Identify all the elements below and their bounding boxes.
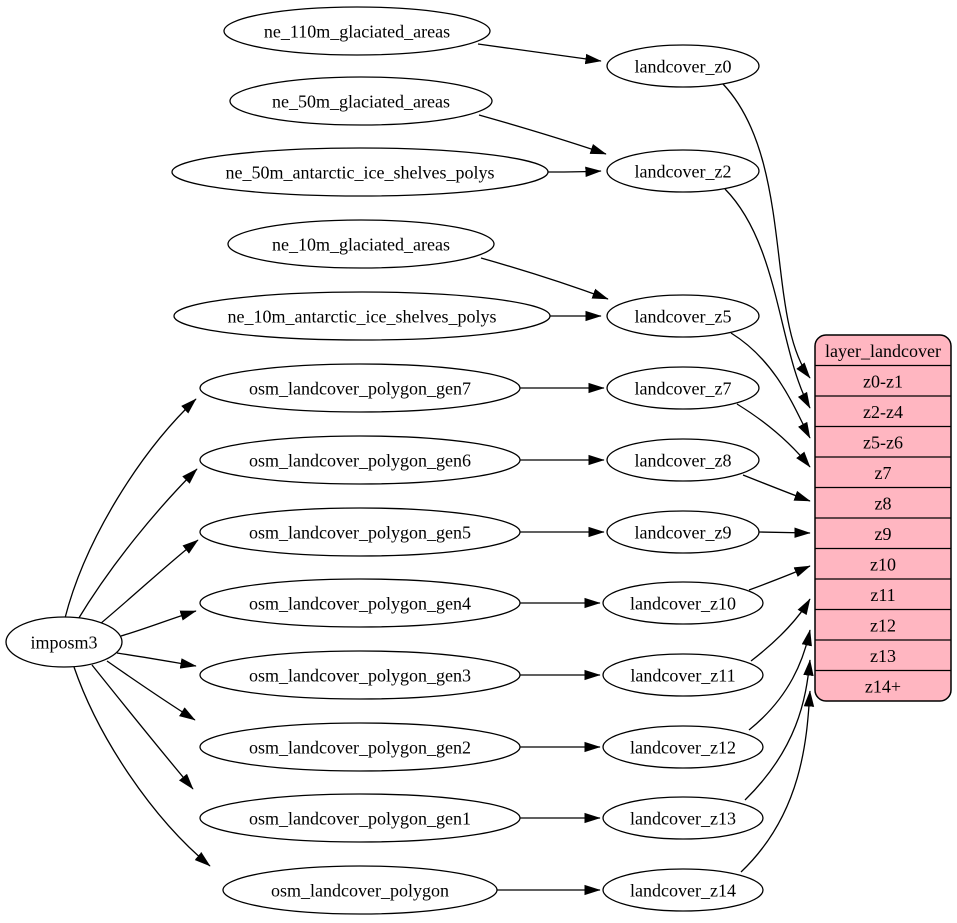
node-label: landcover_z10 [630, 593, 736, 613]
node-label: landcover_z2 [635, 161, 732, 181]
node-label: osm_landcover_polygon [271, 880, 449, 900]
node-osm_landcover_polygon_gen5: osm_landcover_polygon_gen5 [199, 507, 521, 557]
node-landcover_z13: landcover_z13 [602, 796, 764, 840]
node-osm_landcover_polygon: osm_landcover_polygon [222, 865, 498, 915]
node-label: landcover_z14 [630, 880, 736, 900]
node-osm_landcover_polygon_gen3: osm_landcover_polygon_gen3 [199, 650, 521, 700]
node-label: ne_10m_antarctic_ice_shelves_polys [228, 306, 497, 326]
edge-landcover_z2-row-z2-z4 [724, 188, 811, 409]
edge-landcover_z0-row-z0-z1 [722, 83, 811, 379]
node-label: osm_landcover_polygon_gen5 [249, 522, 471, 542]
edge-landcover_z7-row-z7 [736, 403, 811, 468]
node-ne_50m_antarctic_ice_shelves_polys: ne_50m_antarctic_ice_shelves_polys [171, 147, 549, 197]
node-landcover_z10: landcover_z10 [602, 581, 764, 625]
node-label: osm_landcover_polygon_gen3 [249, 665, 471, 685]
edge-imposm3-osm_landcover_polygon_gen5 [99, 539, 199, 625]
node-landcover_z12: landcover_z12 [602, 725, 764, 769]
edge-landcover_z9-row-z9 [758, 527, 811, 538]
node-label: osm_landcover_polygon_gen7 [249, 378, 471, 398]
record-row-z10: z10 [870, 554, 896, 574]
node-osm_landcover_polygon_gen2: osm_landcover_polygon_gen2 [199, 722, 521, 772]
node-label-imposm3: imposm3 [30, 632, 97, 652]
node-osm_landcover_polygon_gen1: osm_landcover_polygon_gen1 [199, 793, 521, 843]
node-osm_landcover_polygon_gen4: osm_landcover_polygon_gen4 [199, 578, 521, 628]
edge-ne_50m_antarctic_ice_shelves_polys-landcover_z2 [547, 166, 602, 178]
record-title: layer_landcover [825, 341, 941, 361]
node-ne_50m_glaciated_areas: ne_50m_glaciated_areas [229, 76, 493, 126]
edge-landcover_z10-row-z10 [748, 565, 811, 591]
edge-landcover_z8-row-z8 [742, 474, 811, 502]
node-label: landcover_z12 [630, 737, 736, 757]
record-layer_landcover: layer_landcover z0-z1 z2-z4 z5-z6 z7 z8 … [814, 334, 952, 702]
node-landcover_z9: landcover_z9 [606, 510, 760, 554]
record-row-z0-z1: z0-z1 [863, 371, 903, 391]
edge-imposm3-osm_landcover_polygon_gen1 [91, 664, 194, 790]
node-label: landcover_z13 [630, 808, 736, 828]
node-label: ne_50m_glaciated_areas [272, 91, 450, 111]
node-landcover_z11: landcover_z11 [602, 653, 764, 697]
edge-landcover_z5-row-z5-z6 [730, 332, 811, 439]
node-osm_landcover_polygon_gen7: osm_landcover_polygon_gen7 [199, 363, 521, 413]
node-landcover_z8: landcover_z8 [606, 438, 760, 482]
edges [64, 43, 815, 896]
node-label: ne_110m_glaciated_areas [264, 21, 450, 41]
record-row-z2-z4: z2-z4 [863, 402, 903, 422]
node-landcover_z2: landcover_z2 [606, 149, 760, 193]
edge-ne_50m_glaciated_areas-landcover_z2 [478, 114, 607, 155]
edge-landcover_z13-row-z13 [744, 659, 814, 801]
node-landcover_z0: landcover_z0 [606, 44, 760, 88]
node-label: landcover_z7 [635, 378, 732, 398]
record-row-z9: z9 [875, 524, 892, 544]
node-imposm3: imposm3 [5, 616, 123, 668]
edge-imposm3-osm_landcover_polygon [73, 666, 211, 867]
edge-ne_10m_glaciated_areas-landcover_z5 [480, 257, 609, 300]
record-row-z14plus: z14+ [865, 676, 901, 696]
edge-imposm3-osm_landcover_polygon_gen3 [116, 652, 197, 669]
edge-imposm3-osm_landcover_polygon_gen7 [64, 398, 197, 619]
edge-imposm3-osm_landcover_polygon_gen2 [106, 660, 196, 721]
node-label: osm_landcover_polygon_gen6 [249, 450, 471, 470]
edge-landcover_z11-row-z11 [750, 598, 811, 662]
edge-imposm3-osm_landcover_polygon_gen4 [120, 610, 197, 637]
record-row-z8: z8 [875, 493, 892, 513]
node-ne_10m_glaciated_areas: ne_10m_glaciated_areas [227, 219, 495, 269]
node-label: ne_50m_antarctic_ice_shelves_polys [226, 162, 495, 182]
record-row-z7: z7 [875, 463, 892, 483]
node-osm_landcover_polygon_gen6: osm_landcover_polygon_gen6 [199, 435, 521, 485]
record-row-z11: z11 [870, 585, 895, 605]
record-row-z12: z12 [870, 615, 896, 635]
node-label: osm_landcover_polygon_gen1 [249, 808, 471, 828]
node-label: ne_10m_glaciated_areas [272, 234, 450, 254]
node-ne_110m_glaciated_areas: ne_110m_glaciated_areas [223, 6, 491, 56]
edge-imposm3-osm_landcover_polygon_gen6 [76, 468, 198, 622]
edge-landcover_z12-row-z12 [748, 629, 812, 731]
node-label: landcover_z0 [635, 56, 732, 76]
node-label: landcover_z8 [635, 450, 732, 470]
node-landcover_z7: landcover_z7 [606, 366, 760, 410]
node-label: landcover_z11 [630, 665, 735, 685]
node-label: landcover_z5 [635, 306, 732, 326]
edge-landcover_z14-row-z14plus [740, 690, 815, 873]
edge-ne_110m_glaciated_areas-landcover_z0 [477, 43, 602, 65]
node-label: osm_landcover_polygon_gen4 [249, 593, 471, 613]
node-ne_10m_antarctic_ice_shelves_polys: ne_10m_antarctic_ice_shelves_polys [173, 291, 551, 341]
record-row-z13: z13 [870, 646, 896, 666]
node-label: landcover_z9 [635, 522, 732, 542]
node-landcover_z14: landcover_z14 [602, 868, 764, 912]
node-label: osm_landcover_polygon_gen2 [249, 737, 471, 757]
node-landcover_z5: landcover_z5 [606, 294, 760, 338]
record-row-z5-z6: z5-z6 [863, 432, 903, 452]
